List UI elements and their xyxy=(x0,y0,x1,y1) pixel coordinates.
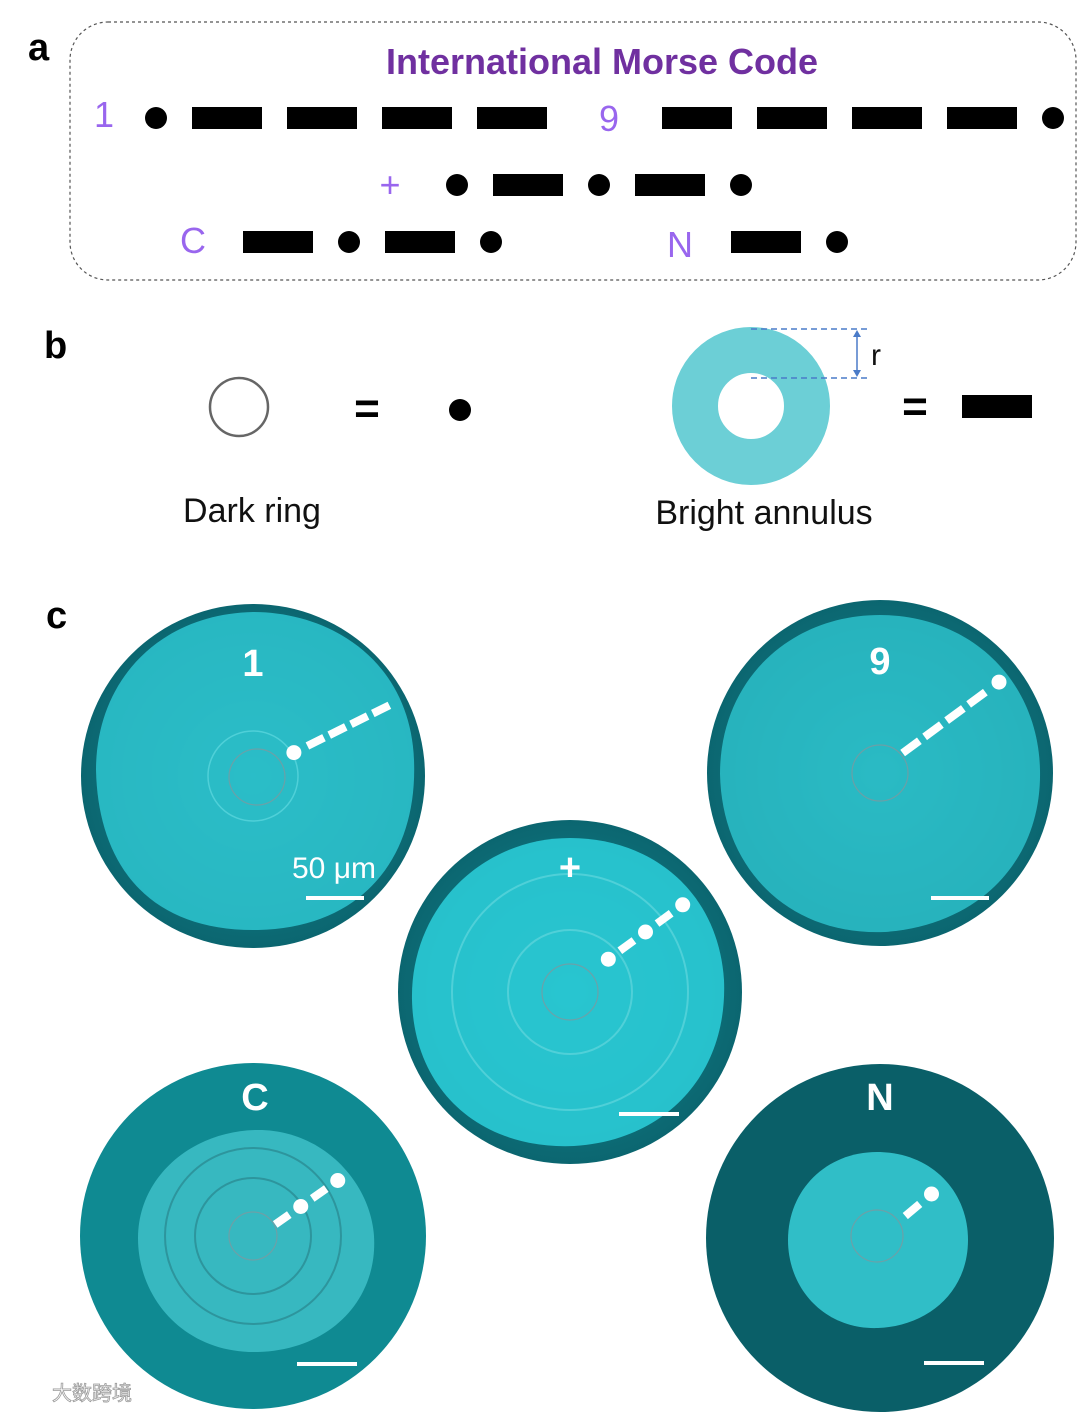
bright-annulus-label: Bright annulus xyxy=(655,494,872,532)
morse-char-plus: + xyxy=(379,164,400,205)
morse-dot xyxy=(826,231,848,253)
micrograph-label: C xyxy=(241,1077,268,1119)
morse-char-9: 9 xyxy=(599,98,619,139)
micrograph-label: 1 xyxy=(242,643,263,685)
morse-dash xyxy=(662,107,732,129)
morse-dot xyxy=(145,107,167,129)
dash-icon xyxy=(962,395,1032,418)
morse-title: International Morse Code xyxy=(386,41,818,82)
micrograph-n: N xyxy=(706,1064,1054,1412)
bright-annulus-equals: = xyxy=(902,382,928,431)
overlay-dot xyxy=(293,1199,308,1214)
watermark: 大数跨境 xyxy=(52,1381,132,1405)
morse-dash xyxy=(477,107,547,129)
morse-dash xyxy=(385,231,455,253)
micrograph-9: 9 xyxy=(707,600,1053,946)
morse-char-c: C xyxy=(180,220,206,261)
panel-label-c: c xyxy=(46,595,67,637)
micrograph-plus: + xyxy=(398,820,742,1164)
micrograph-label: + xyxy=(559,847,581,889)
dot-icon xyxy=(449,399,471,421)
overlay-dot xyxy=(601,952,616,967)
morse-char-1: 1 xyxy=(94,94,114,135)
bright-annulus-icon xyxy=(695,350,807,462)
scale-bar-label: 50 μm xyxy=(292,852,376,885)
morse-sequence-9 xyxy=(662,107,1064,129)
overlay-dot xyxy=(924,1187,939,1202)
dark-ring-equals: = xyxy=(354,384,380,433)
dark-ring-icon xyxy=(210,378,268,436)
colony xyxy=(138,1130,374,1352)
micrograph-c: C xyxy=(80,1063,426,1409)
dark-ring-label: Dark ring xyxy=(183,492,321,530)
morse-dash xyxy=(757,107,827,129)
panel-label-a: a xyxy=(28,27,50,69)
radius-arrow-head-bottom xyxy=(853,370,861,377)
morse-sequence-c xyxy=(243,231,502,253)
morse-dot xyxy=(588,174,610,196)
micrograph-1: 1 50 μm xyxy=(81,604,425,948)
scale-bar xyxy=(931,896,989,900)
overlay-dot xyxy=(286,745,301,760)
overlay-dot xyxy=(638,925,653,940)
morse-sequence-1 xyxy=(145,107,547,129)
morse-dash xyxy=(635,174,705,196)
overlay-dot xyxy=(992,675,1007,690)
panel-label-b: b xyxy=(44,325,67,367)
morse-dash xyxy=(192,107,262,129)
morse-dot xyxy=(730,174,752,196)
morse-dot xyxy=(1042,107,1064,129)
scale-bar xyxy=(619,1112,679,1116)
morse-dash xyxy=(852,107,922,129)
morse-dash xyxy=(243,231,313,253)
morse-dash xyxy=(947,107,1017,129)
micrograph-label: N xyxy=(866,1077,893,1119)
micrograph-label: 9 xyxy=(869,641,890,683)
scale-bar xyxy=(924,1361,984,1365)
scale-bar xyxy=(306,896,364,900)
colony xyxy=(788,1152,968,1328)
morse-dot xyxy=(338,231,360,253)
radius-label: r xyxy=(871,339,881,372)
radius-arrow-head-top xyxy=(853,330,861,337)
morse-dash xyxy=(731,231,801,253)
overlay-dot xyxy=(675,897,690,912)
morse-dash xyxy=(287,107,357,129)
morse-dot xyxy=(446,174,468,196)
morse-sequence-n xyxy=(731,231,848,253)
morse-sequence-plus xyxy=(446,174,752,196)
morse-dash xyxy=(493,174,563,196)
scale-bar xyxy=(297,1362,357,1366)
morse-char-n: N xyxy=(667,224,693,265)
overlay-dot xyxy=(330,1173,345,1188)
morse-dash xyxy=(382,107,452,129)
morse-dot xyxy=(480,231,502,253)
